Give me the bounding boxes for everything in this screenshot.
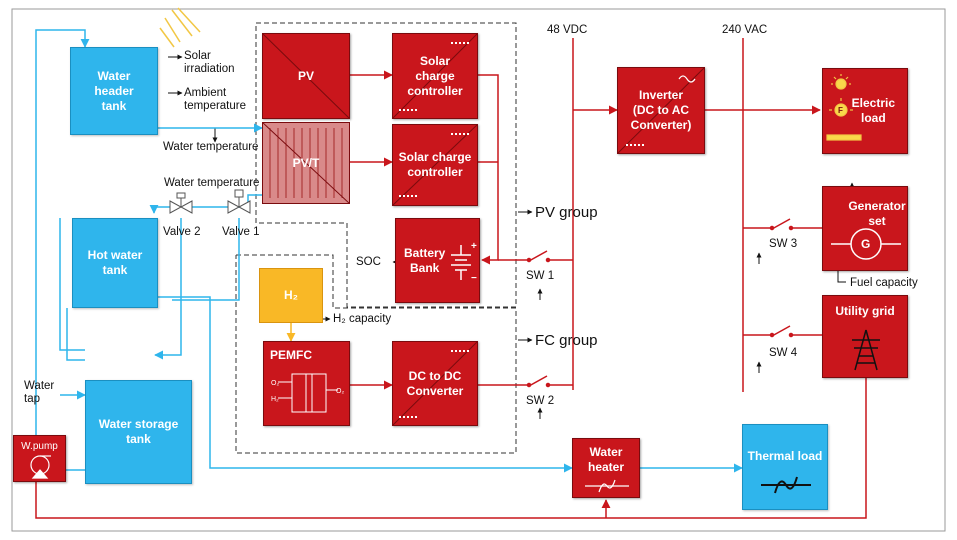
electric-load-label: Electric load <box>851 96 895 125</box>
water-piping <box>35 29 743 473</box>
dcdc-label: DC to DC Converter <box>406 368 464 398</box>
water-heater[interactable]: Water heater <box>572 438 640 498</box>
panel-diagonal <box>262 33 350 119</box>
solar-charge-controller-1[interactable]: Solar charge controller <box>392 33 478 119</box>
water-tap-label: Water tap <box>24 380 55 405</box>
dc-symbol-icon <box>451 133 469 137</box>
dc-symbol-icon <box>626 144 644 148</box>
battery-minus: − <box>471 273 477 284</box>
hot-water-tank-label: Hot water tank <box>87 248 143 277</box>
panel-diagonal <box>392 33 478 119</box>
ambient-temperature-label: Ambient temperature <box>184 87 247 112</box>
dc-symbol-icon <box>451 42 469 46</box>
soc-label: SOC <box>356 256 381 268</box>
bus-48vdc-label: 48 VDC <box>547 24 588 36</box>
pvt-tube-pattern <box>262 122 350 204</box>
dc-symbol-icon <box>399 195 417 199</box>
water-pump[interactable]: W.pump <box>13 435 66 482</box>
battery-label: Battery Bank <box>404 245 446 275</box>
pemfc-label: PEMFC <box>270 348 312 362</box>
svg-text:G: G <box>861 237 870 251</box>
valve-2-label: Valve 2 <box>163 226 201 238</box>
switch-icon <box>762 325 800 338</box>
solar-cc-2-label: Solar charge controller <box>398 150 472 179</box>
switch-icon <box>518 250 556 263</box>
water-header-tank[interactable]: Water header tank <box>70 47 158 135</box>
pv-panel[interactable]: PV <box>262 33 350 119</box>
thermal-load-label: Thermal load <box>747 449 823 463</box>
panel-diagonal <box>617 67 705 154</box>
sw1-label: SW 1 <box>526 270 555 282</box>
battery-plus: + <box>471 241 477 252</box>
fc-group-boundary <box>235 254 517 454</box>
electric-load-mark: F <box>838 106 843 115</box>
water-temperature-label-2: Water temperature <box>164 177 260 189</box>
sun-rays-icon <box>159 7 201 48</box>
battery-port-arrow <box>482 256 490 264</box>
water-storage-tank-label: Water storage tank <box>98 417 179 446</box>
sw4-label: SW 4 <box>769 347 798 359</box>
valve-icon <box>169 192 193 214</box>
hot-water-tank[interactable]: Hot water tank <box>72 218 158 308</box>
dc-symbol-icon <box>451 350 469 354</box>
thermal-load[interactable]: Thermal load <box>742 424 828 510</box>
valve-icon <box>227 189 251 214</box>
pump-icon <box>30 455 51 479</box>
fc-group-label: FC group <box>535 332 598 349</box>
pemfc-pin-3: O₂ <box>336 388 345 395</box>
pemfc[interactable]: PEMFC O₂ H₂ O₂ <box>263 341 350 426</box>
water-heater-label: Water heater <box>587 445 625 474</box>
h2-capacity-label: H₂ capacity <box>333 313 392 325</box>
wpump-label: W.pump <box>21 441 58 452</box>
dc-symbol-icon <box>399 109 417 113</box>
water-storage-tank[interactable]: Water storage tank <box>85 380 192 484</box>
pv-group-boundary <box>255 22 517 308</box>
battery-bank[interactable]: Battery Bank + − <box>395 218 480 303</box>
pemfc-pin-1: O₂ <box>271 380 280 387</box>
outer-frame <box>11 8 946 532</box>
transmission-tower-icon <box>852 329 880 371</box>
h2-label: H₂ <box>284 288 298 302</box>
switch-icon <box>518 375 556 388</box>
water-header-tank-label: Water header tank <box>94 68 134 113</box>
sw3-label: SW 3 <box>769 238 798 250</box>
water-temperature-label-1: Water temperature <box>163 141 259 153</box>
panel-diagonal <box>392 341 478 426</box>
inverter[interactable]: Inverter (DC to AC Converter) <box>617 67 705 154</box>
fuel-cell-schematic-icon <box>278 373 338 413</box>
solar-charge-controller-2[interactable]: Solar charge controller <box>392 124 478 206</box>
valve-1-label: Valve 1 <box>222 226 260 238</box>
generator-icon: G <box>831 228 901 260</box>
panel-diagonal <box>392 124 478 206</box>
fuel-capacity-label: Fuel capacity <box>850 277 918 289</box>
pvt-label: PV/T <box>292 155 320 170</box>
generator-label: Generator set <box>848 199 906 228</box>
generator-set[interactable]: Generator set G <box>822 186 908 271</box>
utility-grid-label: Utility grid <box>835 304 895 318</box>
heat-exchanger-icon <box>761 476 811 494</box>
inverter-label: Inverter (DC to AC Converter) <box>630 88 692 132</box>
dc-symbol-icon <box>399 416 417 420</box>
utility-grid[interactable]: Utility grid <box>822 295 908 378</box>
sw2-label: SW 2 <box>526 395 555 407</box>
hydrogen-storage[interactable]: H₂ <box>259 268 323 323</box>
dc-dc-converter[interactable]: DC to DC Converter <box>392 341 478 426</box>
solar-irradiation-label: Solar irradiation <box>184 50 235 75</box>
electric-load[interactable]: F Electric load <box>822 68 908 154</box>
bus-240vac-label: 240 VAC <box>722 24 768 36</box>
heat-exchanger-icon <box>585 479 629 493</box>
solar-cc-1-label: Solar charge controller <box>407 53 463 98</box>
pvt-panel[interactable]: PV/T <box>262 122 350 204</box>
pv-label: PV <box>297 68 314 83</box>
battery-icon <box>451 245 471 280</box>
pemfc-pin-2: H₂ <box>271 396 279 403</box>
pv-group-label: PV group <box>535 204 598 221</box>
lamp-icon <box>826 74 862 141</box>
switch-icon <box>762 218 800 231</box>
